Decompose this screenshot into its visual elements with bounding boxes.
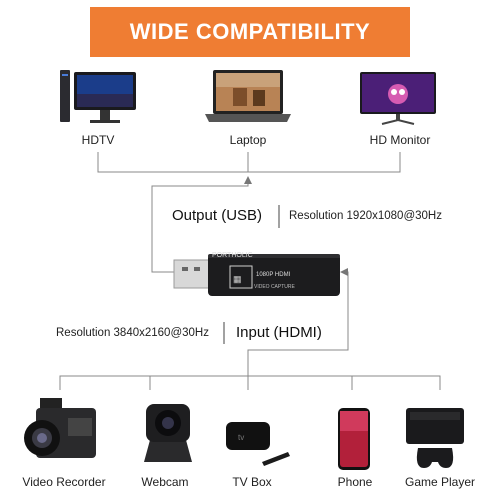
webcam-icon [144,404,192,462]
dongle-brand: PORTHOLIC [212,252,253,259]
output-resolution: Resolution 1920x1080@30Hz [289,210,442,222]
device-label-tv-box: TV Box [232,475,272,489]
hdmi-usb-capture-dongle: ▦ [173,254,340,296]
desktop-pc-icon [60,70,136,123]
device-label-phone: Phone [337,475,373,489]
device-label-hd-monitor: HD Monitor [369,133,431,147]
device-label-video-recorder: Video Recorder [22,475,106,489]
title-banner: WIDE COMPATIBILITY [90,7,410,57]
device-label-laptop: Laptop [229,133,267,147]
banner-title: WIDE COMPATIBILITY [129,19,371,44]
input-label: Input (HDMI) [236,324,322,341]
device-label-game-player: Game Player [404,475,476,489]
device-label-webcam: Webcam [141,475,189,489]
game-console-icon [406,408,464,468]
output-label: Output (USB) [172,207,263,224]
monitor-icon [360,72,436,125]
laptop-icon [205,70,291,122]
phone-icon [338,408,370,470]
svg-text:tv: tv [238,433,244,442]
dongle-logo-mark: ▦ [233,274,242,284]
dongle-spec: 1080P HDMI [256,272,291,278]
camcorder-icon [24,398,96,458]
device-label-hdtv: HDTV [81,133,115,147]
tv-box-icon: tv [226,422,290,466]
input-resolution: Resolution 3840x2160@30Hz [56,327,209,339]
dongle-caption: VIDEO CAPTURE [254,284,295,290]
